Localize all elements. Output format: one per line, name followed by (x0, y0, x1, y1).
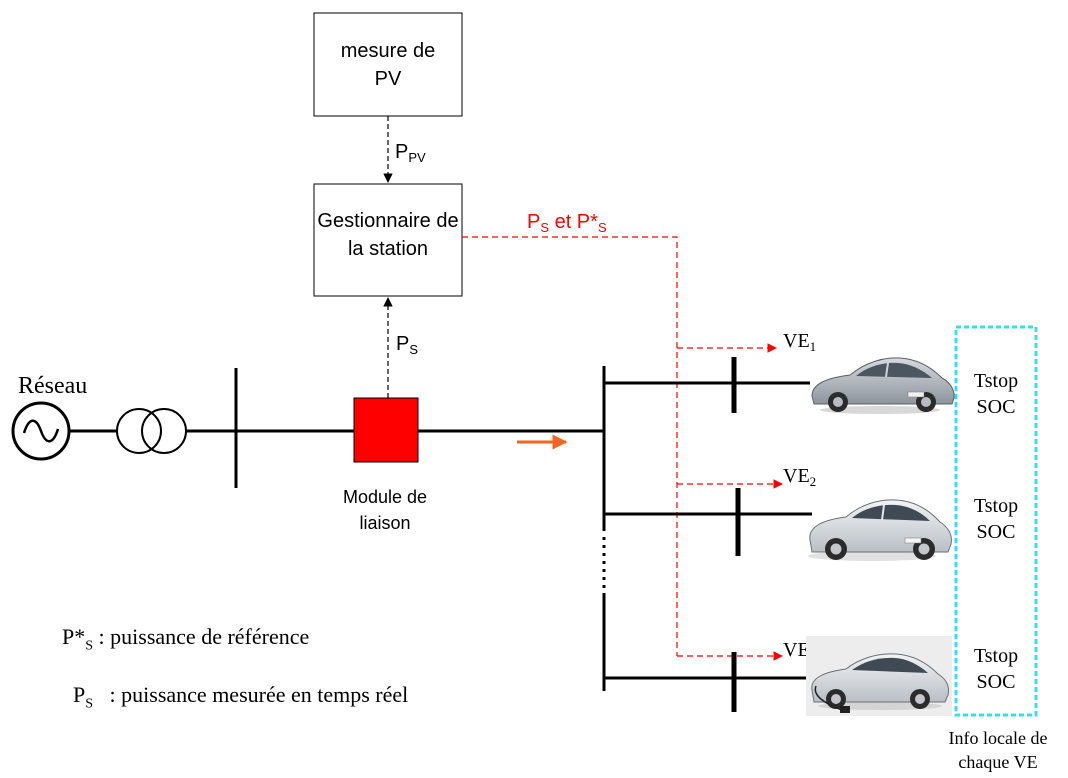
pv-measure-label: mesure de PV (340, 40, 436, 90)
transformer-winding-secondary (141, 408, 187, 454)
station-manager-box (313, 183, 463, 297)
ve1-tstop: Tstop (974, 370, 1018, 392)
ven-tstop: Tstop (974, 645, 1018, 667)
info-box (954, 325, 1038, 717)
link-module (353, 397, 419, 463)
car-1-image (811, 357, 955, 414)
ve2-tstop: Tstop (974, 495, 1018, 517)
command-line (462, 236, 678, 656)
ve1-label: VE1 (783, 330, 816, 354)
transformer-winding-primary (116, 408, 162, 454)
pv-measure-box (313, 12, 463, 117)
p-pv-label: PPV (395, 141, 426, 165)
command-label: PS et P*S (527, 211, 607, 235)
legend-p-meas: PS : puissance mesurée en temps réel (73, 682, 409, 712)
station-manager-label: Gestionnaire de la station (317, 210, 459, 260)
p-s-label: PS (396, 333, 418, 357)
info-label-line1: Info locale de (949, 728, 1048, 748)
ve2-soc: SOC (977, 521, 1016, 543)
ve1-soc: SOC (977, 396, 1016, 418)
car-2-image (808, 499, 952, 561)
ven-soc: SOC (977, 671, 1016, 693)
info-label-line2: chaque VE (958, 752, 1037, 772)
link-module-label: Module de liaison (342, 487, 428, 533)
car-n-image (806, 636, 952, 716)
legend-p-ref: P*S : puissance de référence (62, 624, 310, 654)
ve2-label: VE2 (783, 465, 816, 489)
grid-label: Réseau (18, 373, 87, 399)
sine-wave-icon (22, 419, 60, 443)
